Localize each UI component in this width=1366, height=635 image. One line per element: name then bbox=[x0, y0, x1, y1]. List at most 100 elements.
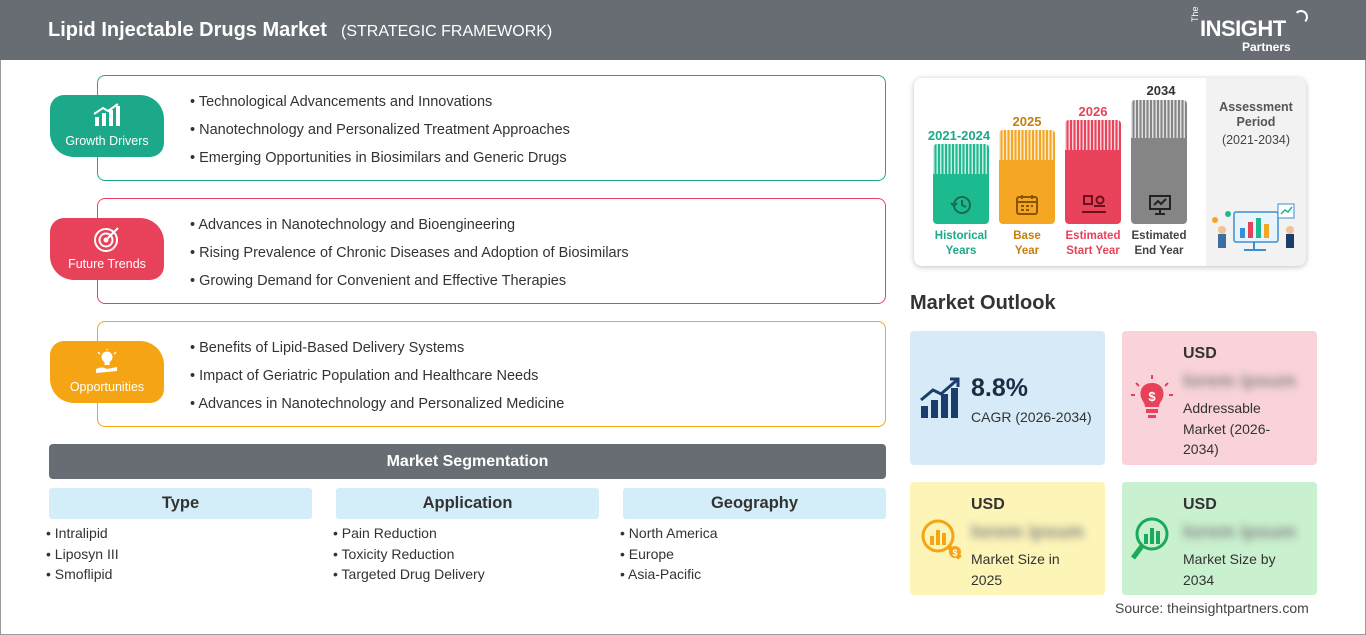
logo-partners: Partners bbox=[1242, 40, 1291, 54]
cagr-value: 8.8% bbox=[971, 374, 1028, 402]
header-bar: Lipid Injectable Drugs Market (STRATEGIC… bbox=[0, 0, 1366, 60]
addressable-label: Addressable Market (2026- 2034) bbox=[1183, 398, 1270, 460]
bar-label-start: Estimated Start Year bbox=[1053, 229, 1133, 259]
size-2025-label: Market Size in 2025 bbox=[971, 549, 1060, 590]
idea-dollar-icon: $ bbox=[1131, 375, 1173, 418]
list-item: Smoflipid bbox=[46, 566, 119, 587]
list-item: Pain Reduction bbox=[333, 525, 485, 546]
calendar-icon bbox=[1016, 195, 1038, 215]
svg-text:$: $ bbox=[952, 548, 957, 558]
bar-label-historical-1: Historical bbox=[934, 230, 988, 242]
list-item: Rising Prevalence of Chronic Diseases an… bbox=[190, 245, 629, 273]
bar-year-base: 2025 bbox=[1012, 114, 1042, 129]
page-title: Lipid Injectable Drugs Market bbox=[48, 19, 327, 41]
list-item: Advances in Nanotechnology and Bioengine… bbox=[190, 217, 629, 245]
segment-heading-application: Application bbox=[336, 488, 599, 519]
addressable-value: lorem ipsum bbox=[1183, 371, 1296, 392]
logo-insight: INSIGHT bbox=[1200, 16, 1286, 41]
addressable-label-2: Market (2026- bbox=[1183, 420, 1271, 437]
magnifier-bars-icon bbox=[1131, 517, 1169, 560]
list-item: Toxicity Reduction bbox=[333, 546, 485, 567]
growth-chart-icon bbox=[920, 377, 960, 418]
growth-drivers-list: Technological Advancements and Innovatio… bbox=[190, 94, 570, 178]
list-item: Growing Demand for Convenient and Effect… bbox=[190, 273, 629, 301]
page-subtitle: (STRATEGIC FRAMEWORK) bbox=[341, 23, 553, 40]
market-size-2034-card: USD lorem ipsum Market Size by 2034 bbox=[1122, 482, 1317, 595]
bar-label-end-2: End Year bbox=[1134, 245, 1184, 257]
magnifier-chart-icon: $ bbox=[921, 519, 962, 560]
timeline-panel: 2021-2024 Historical Years 2025 Base Yea… bbox=[914, 78, 1306, 266]
size-2034-value: lorem ipsum bbox=[1183, 522, 1296, 543]
size-2025-currency: USD bbox=[971, 496, 1005, 513]
logo-arc-icon bbox=[1294, 10, 1308, 24]
market-outlook-title: Market Outlook bbox=[910, 292, 1056, 314]
list-item: Advances in Nanotechnology and Personali… bbox=[190, 396, 564, 424]
list-item: Benefits of Lipid-Based Delivery Systems bbox=[190, 340, 564, 368]
list-item: Emerging Opportunities in Biosimilars an… bbox=[190, 150, 570, 178]
lightbulb-hand-icon bbox=[96, 349, 117, 373]
cagr-card: 8.8% CAGR (2026-2034) bbox=[910, 331, 1105, 465]
addressable-label-1: Addressable bbox=[1183, 400, 1261, 416]
bar-growth-icon bbox=[93, 103, 120, 126]
size-2034-label: Market Size by 2034 bbox=[1183, 549, 1276, 590]
assessment-label-1: Assessment bbox=[1219, 100, 1293, 114]
bar-estimated-start bbox=[1065, 120, 1121, 224]
segment-heading-type: Type bbox=[49, 488, 312, 519]
future-trends-badge: Future Trends bbox=[50, 218, 164, 280]
insight-partners-logo: The INSIGHT Partners bbox=[1190, 6, 1320, 54]
size-2034-label-2: 2034 bbox=[1183, 571, 1215, 588]
bar-year-end: 2034 bbox=[1146, 83, 1176, 98]
bar-label-end: Estimated End Year bbox=[1119, 229, 1199, 259]
opportunities-box: Benefits of Lipid-Based Delivery Systems… bbox=[97, 321, 886, 427]
assessment-period-value: (2021-2034) bbox=[1221, 133, 1291, 147]
history-clock-icon bbox=[950, 196, 971, 214]
bar-label-historical: Historical Years bbox=[921, 229, 1001, 259]
logo-the: The bbox=[1190, 6, 1200, 22]
growth-drivers-box: Technological Advancements and Innovatio… bbox=[97, 75, 886, 181]
bar-label-base-2: Year bbox=[1014, 245, 1040, 257]
size-2034-currency: USD bbox=[1183, 496, 1217, 513]
segment-list-application: Pain Reduction Toxicity Reduction Target… bbox=[333, 525, 485, 587]
assessment-period-panel: Assessment Period (2021-2034) bbox=[1206, 78, 1306, 266]
list-item: Intralipid bbox=[46, 525, 119, 546]
addressable-currency: USD bbox=[1183, 345, 1217, 362]
bar-label-end-1: Estimated bbox=[1131, 230, 1187, 242]
bar-estimated-end bbox=[1131, 100, 1187, 224]
size-2025-label-2: 2025 bbox=[971, 571, 1003, 588]
future-trends-label: Future Trends bbox=[68, 257, 146, 271]
opportunities-badge: Opportunities bbox=[50, 341, 164, 403]
growth-drivers-badge: Growth Drivers bbox=[50, 95, 164, 157]
addressable-market-card: $ USD lorem ipsum Addressable Market (20… bbox=[1122, 331, 1317, 465]
target-icon bbox=[94, 227, 119, 252]
segment-heading-geography: Geography bbox=[623, 488, 886, 519]
list-item: Targeted Drug Delivery bbox=[333, 566, 485, 587]
size-2034-label-1: Market Size by bbox=[1183, 551, 1276, 567]
list-item: Asia-Pacific bbox=[620, 566, 718, 587]
bar-label-base: Base Year bbox=[987, 229, 1067, 259]
segment-list-geography: North America Europe Asia-Pacific bbox=[620, 525, 718, 587]
bar-label-start-2: Start Year bbox=[1066, 245, 1120, 257]
future-trends-list: Advances in Nanotechnology and Bioengine… bbox=[190, 217, 629, 301]
bar-year-start: 2026 bbox=[1078, 104, 1108, 119]
list-item: Europe bbox=[620, 546, 718, 567]
size-2025-label-1: Market Size in bbox=[971, 551, 1060, 567]
opportunities-label: Opportunities bbox=[69, 380, 145, 394]
chart-desk-icon bbox=[1082, 195, 1106, 213]
analytics-people-illustration bbox=[1212, 203, 1295, 251]
bar-base bbox=[999, 130, 1055, 224]
list-item: Liposyn III bbox=[46, 546, 119, 567]
presentation-icon bbox=[1149, 195, 1171, 215]
list-item: Nanotechnology and Personalized Treatmen… bbox=[190, 122, 570, 150]
growth-drivers-label: Growth Drivers bbox=[65, 134, 149, 148]
source-note: Source: theinsightpartners.com bbox=[1115, 600, 1309, 616]
cagr-label: CAGR (2026-2034) bbox=[971, 409, 1092, 425]
list-item: North America bbox=[620, 525, 718, 546]
addressable-label-3: 2034) bbox=[1183, 441, 1219, 457]
list-item: Impact of Geriatric Population and Healt… bbox=[190, 368, 564, 396]
bar-label-historical-2: Years bbox=[945, 245, 977, 257]
segmentation-title: Market Segmentation bbox=[49, 444, 886, 479]
list-item: Technological Advancements and Innovatio… bbox=[190, 94, 570, 122]
assessment-title: Assessment Period bbox=[1206, 100, 1306, 130]
opportunities-list: Benefits of Lipid-Based Delivery Systems… bbox=[190, 340, 564, 424]
assessment-label-2: Period bbox=[1236, 115, 1276, 129]
